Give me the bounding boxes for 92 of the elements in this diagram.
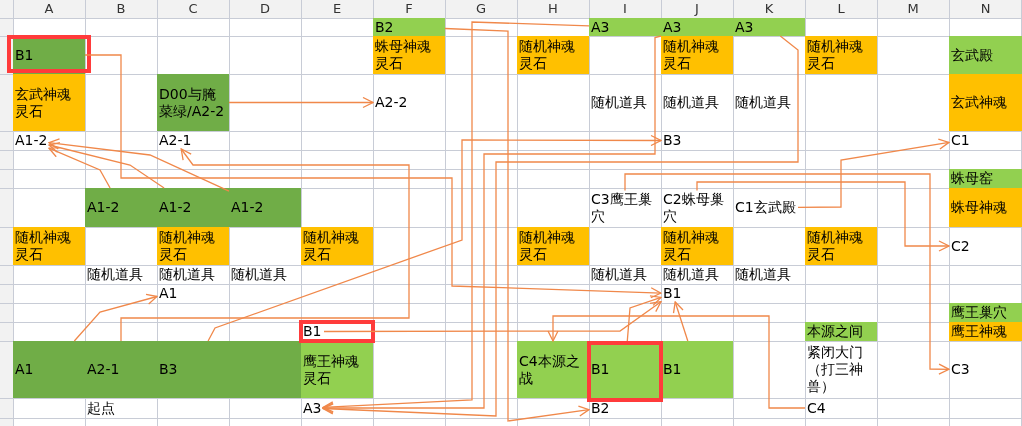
arrow bbox=[672, 301, 689, 342]
arrow bbox=[547, 315, 806, 409]
filled-cell: A3 bbox=[733, 18, 805, 36]
arrow bbox=[797, 138, 950, 208]
arrow bbox=[207, 134, 662, 342]
filled-cell: A1-2 bbox=[229, 188, 301, 227]
filled-cell: 随机神魂灵石 bbox=[13, 227, 85, 265]
filled-cell: 随机神魂灵石 bbox=[661, 36, 733, 74]
filled-cell: 蛛母神魂灵石 bbox=[373, 36, 445, 74]
filled-cell: 随机神魂灵石 bbox=[661, 227, 733, 265]
filled-cell: 随机神魂灵石 bbox=[805, 36, 877, 74]
filled-cell: 鹰王神魂灵石 bbox=[301, 341, 373, 398]
filled-cell: A3 bbox=[661, 18, 733, 36]
column-header: J bbox=[693, 0, 700, 18]
cell-text: C2蛛母巢穴 bbox=[661, 190, 733, 225]
cell-text: 起点 bbox=[86, 398, 116, 418]
filled-cell: D00与腌菜绿/A2-2 bbox=[157, 74, 229, 131]
cell-text: B1 bbox=[301, 323, 324, 340]
cell-text: A1-2 bbox=[13, 132, 50, 149]
arrow bbox=[323, 301, 662, 333]
column-header: M bbox=[906, 0, 920, 18]
cell-text: 随机道具 bbox=[734, 265, 792, 284]
cell-text: B2 bbox=[589, 399, 612, 417]
cell-text: 随机道具 bbox=[230, 265, 288, 284]
cell-text: 随机道具 bbox=[86, 265, 144, 284]
arrow bbox=[228, 96, 374, 109]
filled-cell: 鹰王巢穴 bbox=[949, 303, 1022, 322]
arrow bbox=[322, 35, 662, 414]
arrow bbox=[322, 21, 590, 413]
column-header: C bbox=[187, 0, 199, 18]
cell-text: 随机道具 bbox=[662, 93, 720, 112]
cell-text: C2 bbox=[949, 237, 972, 255]
filled-cell: 本源之间 bbox=[805, 322, 877, 341]
filled-cell: B2 bbox=[373, 18, 445, 36]
column-header: I bbox=[622, 0, 628, 18]
cell-text: B1 bbox=[661, 285, 684, 302]
arrow bbox=[48, 138, 230, 192]
filled-cell: A1-2 bbox=[157, 188, 229, 227]
arrow bbox=[48, 141, 165, 189]
column-header: N bbox=[979, 0, 992, 18]
filled-cell: 随机神魂灵石 bbox=[805, 227, 877, 265]
cell-text: 随机道具 bbox=[590, 93, 648, 112]
filled-cell: A2-1 bbox=[85, 341, 157, 398]
column-header: B bbox=[115, 0, 127, 18]
arrow bbox=[48, 146, 111, 189]
filled-cell: 玄武殿 bbox=[949, 36, 1022, 74]
filled-cell: 玄武神魂灵石 bbox=[13, 74, 85, 131]
cell-text: C1玄武殿 bbox=[733, 199, 798, 216]
filled-cell: 随机神魂灵石 bbox=[301, 227, 373, 265]
column-header: K bbox=[763, 0, 775, 18]
cell-text: 紧闭大门（打三神兽） bbox=[806, 343, 864, 396]
filled-cell: 随机神魂灵石 bbox=[517, 227, 589, 265]
arrow bbox=[73, 293, 158, 342]
filled-cell: B1 bbox=[661, 341, 733, 398]
cell-text: 随机道具 bbox=[734, 93, 792, 112]
column-header: A bbox=[43, 0, 55, 18]
cell-text: A3 bbox=[301, 399, 324, 417]
arrow bbox=[444, 27, 590, 422]
arrow bbox=[626, 295, 662, 342]
column-header: D bbox=[259, 0, 271, 18]
arrow bbox=[322, 35, 799, 417]
arrow bbox=[624, 173, 950, 375]
filled-cell: B3 bbox=[157, 341, 229, 398]
column-header: H bbox=[547, 0, 559, 18]
column-header: L bbox=[836, 0, 846, 18]
filled-cell: 鹰王神魂 bbox=[949, 322, 1022, 341]
cell-text: A1 bbox=[157, 285, 180, 302]
cell-text: 随机道具 bbox=[590, 265, 648, 284]
column-header: E bbox=[331, 0, 343, 18]
filled-cell: A1-2 bbox=[85, 188, 157, 227]
column-header: F bbox=[404, 0, 414, 18]
cell-text: A2-1 bbox=[157, 132, 194, 149]
cell-text: C3 bbox=[949, 361, 972, 378]
cell-text: C1 bbox=[949, 132, 972, 149]
filled-cell: 蛛母神魂 bbox=[949, 188, 1022, 227]
filled-cell: 玄武神魂 bbox=[949, 74, 1022, 131]
cell-text: B3 bbox=[661, 132, 684, 149]
cell-text: 随机道具 bbox=[158, 265, 216, 284]
cell-text: 随机道具 bbox=[662, 265, 720, 284]
arrow bbox=[120, 148, 410, 342]
filled-cell: 随机神魂灵石 bbox=[517, 36, 589, 74]
cell-text: A2-2 bbox=[373, 94, 410, 111]
column-header: G bbox=[474, 0, 488, 18]
filled-cell: C4本源之战 bbox=[517, 341, 589, 398]
arrow bbox=[84, 54, 662, 299]
filled-cell: 随机神魂灵石 bbox=[157, 227, 229, 265]
cell-text: C4 bbox=[805, 399, 828, 417]
filled-cell: A3 bbox=[589, 18, 661, 36]
arrow bbox=[696, 181, 950, 252]
cell-text: C3鹰王巢穴 bbox=[589, 190, 661, 225]
filled-cell: 蛛母窑 bbox=[949, 169, 1022, 188]
filled-cell: A1 bbox=[13, 341, 85, 398]
